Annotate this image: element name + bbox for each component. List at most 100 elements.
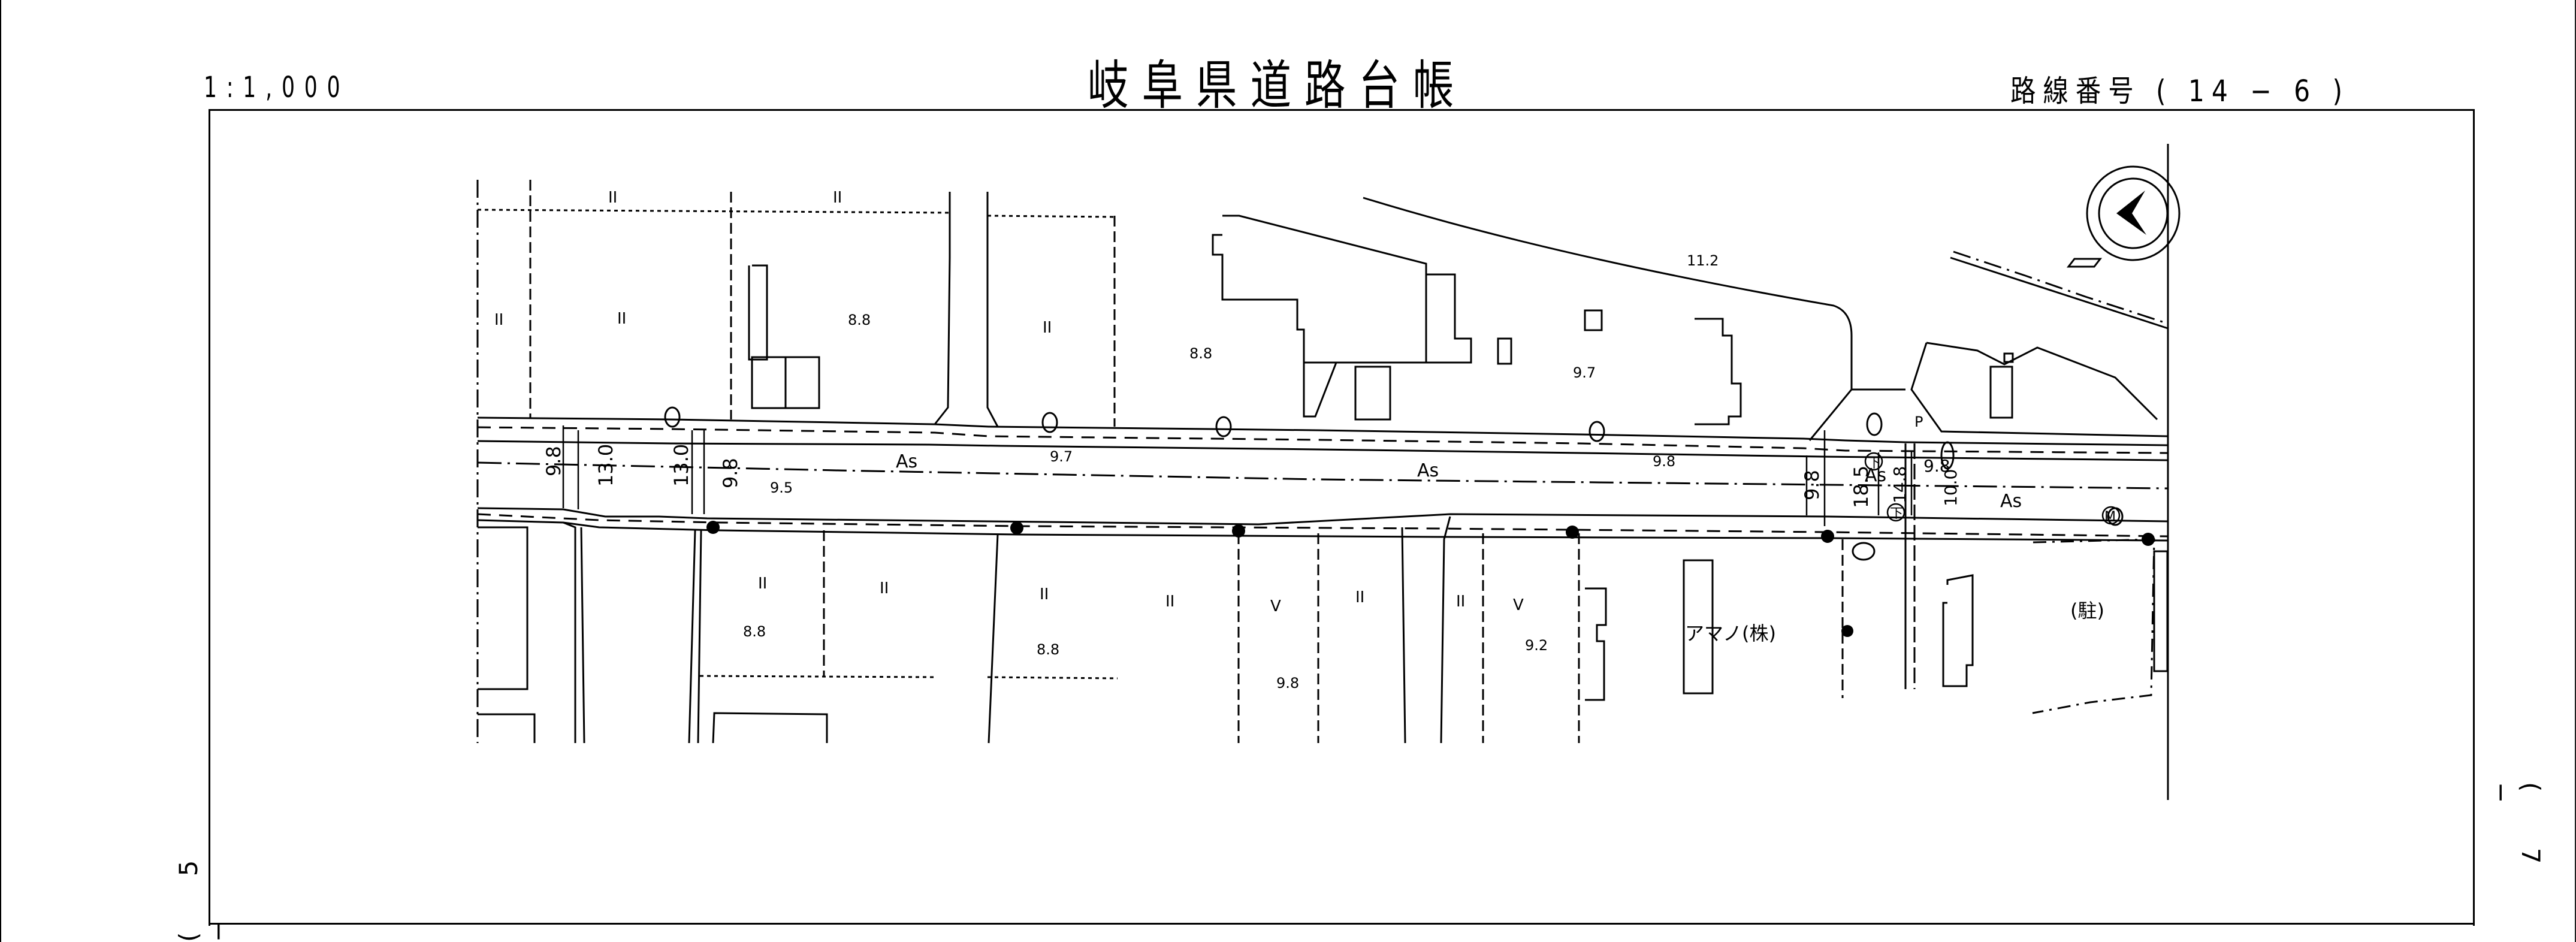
road-width-label: 10.0 [1941,469,1961,506]
road-centerline [477,461,2169,490]
building-outline [2153,550,2169,672]
streetlight-icon [1821,530,1834,543]
fence-line [1953,250,2169,325]
lot-boundary [987,676,1118,680]
lot-boundary [477,209,950,214]
road-width-label: 13.0 [594,444,617,487]
page-edge [2575,0,2576,942]
parcel-boundary [1363,197,1853,441]
building-outline [1426,273,1472,364]
fence-line [1950,256,2169,330]
side-street-edge [1401,527,1406,744]
manhole-mark-icon: M [2101,506,2121,525]
streetlight-icon [1232,524,1245,538]
road-edge-north [477,416,2169,446]
side-street-edge [934,192,951,425]
building-outline [1585,587,1607,701]
route-number-label: 路線番号 [2010,74,2141,108]
land-use-mark: II [880,579,889,597]
elevation-label: 9.8 [1276,675,1299,692]
elevation-label: 8.8 [1037,641,1059,658]
parking-label: (駐) [2070,599,2104,622]
scale-label: 1:1,000 [204,71,350,104]
elevation-label: 9.7 [1573,364,1596,381]
utility-box [2003,352,2014,363]
land-use-mark: II [758,575,767,593]
building-outline [1303,362,1337,418]
elevation-label: 8.8 [848,312,871,328]
parking-sign-label: P [1914,413,1923,430]
building-outline [478,526,529,690]
building-outline [1989,366,2013,419]
building-outline [1942,574,1974,687]
building-outline [1683,559,1714,695]
map-frame-bottom [209,923,2475,925]
parcel-boundary [1910,342,2169,437]
road-width-label: 18.5 [1850,466,1873,508]
streetlight-icon [1010,521,1023,535]
road-edge-south [477,507,2169,526]
land-use-mark: II [1043,319,1052,337]
lot-boundary [987,215,1115,218]
utility-pole-icon [664,406,681,428]
side-street-edge [987,534,999,744]
road-edge-south-inner [477,519,2169,542]
elevation-label: 9.8 [1653,453,1675,470]
side-street-edge [986,192,999,427]
svg-text:M: M [2104,509,2116,524]
streetlight-icon [1841,625,1853,637]
utility-pole-icon [1041,412,1058,433]
elevation-label: 9.2 [1525,637,1548,654]
route-number-value: ( 14 − 6 ) [2156,74,2349,108]
document-title: 岐阜県道路台帳 [1088,55,1467,116]
page-edge [0,0,1,942]
curb-line-north [477,426,2169,454]
land-use-mark: II [617,310,626,328]
elevation-label: 9.5 [770,479,793,496]
land-use-mark: II [608,189,617,207]
building-outline [1497,337,1512,365]
utility-pole-icon [1852,542,1876,561]
side-street-edge [697,530,702,744]
building-outline [1584,309,1603,331]
svg-text:下: 下 [1890,506,1903,521]
road-width-label: 9.8 [542,446,565,476]
streetlight-icon [2142,533,2155,546]
utility-pole-icon [1215,416,1232,437]
sewer-mark-icon: 下 [1864,452,1883,471]
north-arrow-icon [2086,165,2181,261]
road-width-label: 9.8 [719,458,742,488]
pavement-label: As [2000,491,2022,512]
parcel-boundary [1926,342,2158,421]
land-use-mark: II [833,189,842,207]
elevation-label: 9.7 [1050,448,1073,465]
building-outline [1695,318,1742,425]
side-street-edge [580,527,585,744]
pavement-label: As [1417,460,1439,481]
building-outline [748,264,768,361]
utility-pole-icon [1866,412,1883,436]
road-width-label: 9.8 [1801,470,1823,500]
elevation-label: 11.2 [1687,252,1719,269]
parking-lot-boundary [2032,538,2155,714]
land-use-mark: II [494,311,503,329]
building-outline [712,712,828,744]
sewer-mark-icon: 下 [1886,503,1905,522]
streetlight-icon [1566,526,1579,539]
road-edge-north-inner [477,440,2169,461]
side-street-edge [1440,516,1451,744]
company-label: アマノ(株) [1685,622,1776,645]
building-outline [1354,366,1391,421]
building-outline [1212,215,1427,364]
road-width-label: 14.8 [1890,466,1910,503]
building-outline [478,713,536,743]
svg-text:下: 下 [1868,456,1881,471]
road-width-label: 13.0 [670,444,693,487]
land-use-mark: II [1456,593,1465,611]
streetlight-icon [706,521,720,534]
utility-pole-icon [1940,441,1955,470]
land-use-mark: II [1040,585,1049,603]
lot-boundary [699,675,935,678]
next-sheet-ref[interactable]: ( 7 − [2487,782,2545,888]
